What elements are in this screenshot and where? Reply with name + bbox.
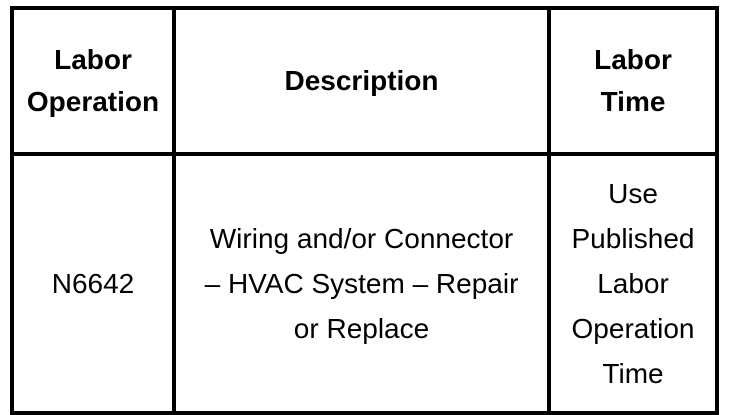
header-description: Description: [172, 6, 551, 156]
cell-labor-time: Use Published Labor Operation Time: [547, 152, 719, 415]
header-labor-time: Labor Time: [547, 6, 719, 156]
cell-labor-operation: N6642: [10, 152, 176, 415]
header-row: Labor Operation Description Labor Time: [10, 6, 719, 156]
labor-operations-table: Labor Operation Description Labor Time N…: [10, 6, 719, 415]
cell-description: Wiring and/or Connector – HVAC System – …: [172, 152, 551, 415]
table-row: N6642 Wiring and/or Connector – HVAC Sys…: [10, 152, 719, 415]
header-labor-operation: Labor Operation: [10, 6, 176, 156]
